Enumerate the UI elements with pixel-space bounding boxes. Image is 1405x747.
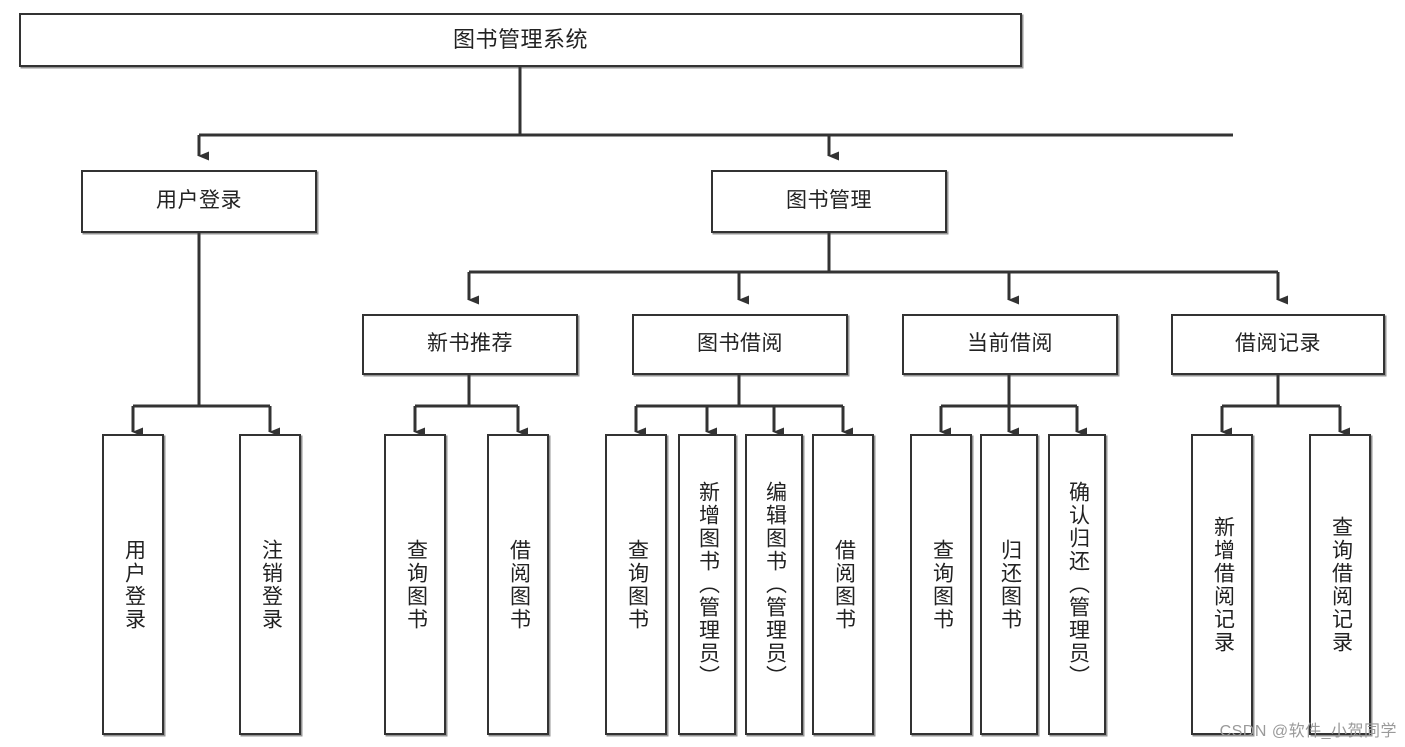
node-leaf-borrow-edit[interactable]: 编辑图书（管理员） [745, 434, 803, 735]
node-root-label: 图书管理系统 [452, 27, 588, 53]
node-current-borrow[interactable]: 当前借阅 [902, 314, 1118, 375]
node-current-borrow-label: 当前借阅 [967, 332, 1053, 356]
watermark-text: CSDN @软件_小贺同学 [1219, 723, 1397, 740]
node-leaf-cur-return-label: 归还图书 [998, 538, 1022, 631]
node-borrow-record-label: 借阅记录 [1235, 332, 1321, 356]
node-leaf-rec-search-label: 查询借阅记录 [1329, 515, 1353, 654]
node-leaf-cur-query[interactable]: 查询图书 [910, 434, 972, 735]
node-book-manage[interactable]: 图书管理 [711, 170, 947, 233]
node-leaf-borrow-do[interactable]: 借阅图书 [812, 434, 874, 735]
node-leaf-rec-borrow-label: 借阅图书 [507, 538, 531, 631]
node-leaf-rec-borrow[interactable]: 借阅图书 [487, 434, 549, 735]
node-leaf-rec-add-label: 新增借阅记录 [1211, 515, 1235, 654]
node-leaf-cur-confirm-label: 确认归还（管理员） [1066, 481, 1090, 688]
node-user-login-label: 用户登录 [156, 189, 242, 213]
node-leaf-borrow-add-label: 新增图书（管理员） [696, 481, 720, 688]
node-leaf-rec-add[interactable]: 新增借阅记录 [1191, 434, 1253, 735]
node-leaf-borrow-edit-label: 编辑图书（管理员） [763, 481, 787, 688]
node-leaf-borrow-do-label: 借阅图书 [832, 538, 856, 631]
node-leaf-rec-search[interactable]: 查询借阅记录 [1309, 434, 1371, 735]
node-leaf-borrow-query[interactable]: 查询图书 [605, 434, 667, 735]
node-leaf-user-login[interactable]: 用户登录 [102, 434, 164, 735]
node-borrow-record[interactable]: 借阅记录 [1171, 314, 1385, 375]
node-leaf-cur-confirm[interactable]: 确认归还（管理员） [1048, 434, 1106, 735]
node-leaf-rec-query[interactable]: 查询图书 [384, 434, 446, 735]
node-leaf-cur-query-label: 查询图书 [930, 538, 954, 631]
node-leaf-logout-label: 注销登录 [259, 538, 283, 631]
node-book-manage-label: 图书管理 [786, 189, 872, 213]
node-new-book-rec[interactable]: 新书推荐 [362, 314, 578, 375]
node-root[interactable]: 图书管理系统 [19, 13, 1022, 67]
node-user-login[interactable]: 用户登录 [81, 170, 317, 233]
node-leaf-borrow-query-label: 查询图书 [625, 538, 649, 631]
node-leaf-user-login-label: 用户登录 [122, 538, 146, 631]
node-book-borrow[interactable]: 图书借阅 [632, 314, 848, 375]
node-leaf-borrow-add[interactable]: 新增图书（管理员） [678, 434, 736, 735]
node-new-book-rec-label: 新书推荐 [427, 332, 513, 356]
node-book-borrow-label: 图书借阅 [697, 332, 783, 356]
node-leaf-rec-query-label: 查询图书 [404, 538, 428, 631]
node-leaf-logout[interactable]: 注销登录 [239, 434, 301, 735]
node-leaf-cur-return[interactable]: 归还图书 [980, 434, 1038, 735]
